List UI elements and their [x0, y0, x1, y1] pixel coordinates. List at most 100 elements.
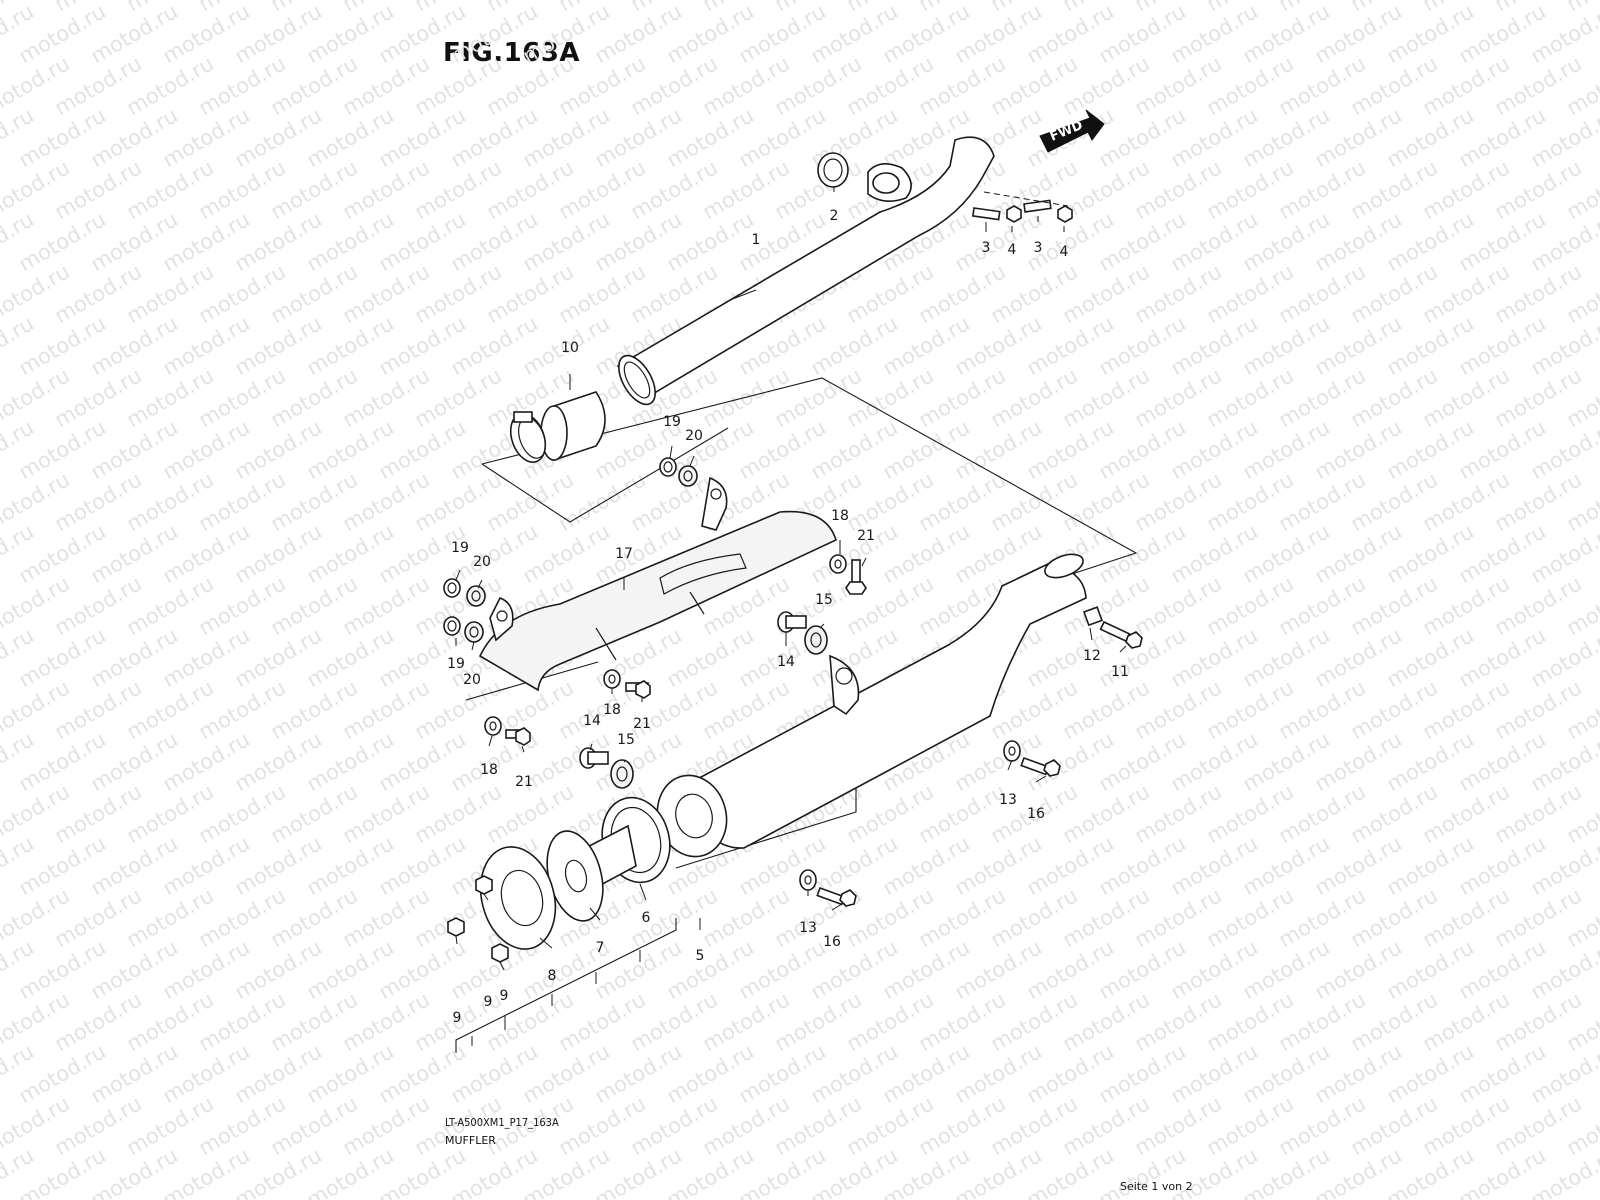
callout-number: 18 [831, 508, 849, 524]
washer-18-c [484, 716, 502, 736]
callout-number: 17 [615, 546, 633, 562]
callout-number: 20 [463, 672, 481, 688]
callout-number: 6 [642, 910, 651, 926]
rubber-20-a [678, 465, 698, 487]
nut-1 [1006, 205, 1022, 223]
heat-shield [478, 476, 837, 692]
hose-clamp [509, 411, 547, 463]
spark-arrester [546, 824, 637, 922]
nut-9-b [447, 917, 465, 937]
leader-line [1089, 627, 1093, 641]
leader-line [1007, 759, 1013, 771]
washer-18-b [603, 669, 621, 689]
leader-line [499, 961, 505, 971]
callout-number: 13 [799, 920, 817, 936]
leader-line [477, 579, 483, 589]
callout-number: 4 [1008, 242, 1017, 258]
assembly-box-muffler [675, 787, 857, 869]
figure-title: FIG.163A [443, 38, 581, 68]
callout-number: 11 [1111, 664, 1129, 680]
nut-9-c [491, 943, 509, 963]
callout-number: 10 [561, 340, 579, 356]
assembly-box-upper [481, 377, 1138, 577]
end-cap-plate [479, 846, 557, 950]
nut-2 [1057, 205, 1073, 223]
callout-number: 16 [1027, 806, 1045, 822]
callout-number: 3 [1034, 240, 1043, 256]
leader-line [639, 883, 647, 901]
leader-line [455, 569, 461, 581]
bolt-21-c [505, 727, 531, 746]
leader-line [589, 907, 601, 921]
callout-number: 18 [480, 762, 498, 778]
bushing-14-b [579, 747, 609, 769]
leader-line [455, 935, 458, 945]
rubber-20-c [464, 621, 484, 643]
leader-line [1035, 775, 1047, 783]
callout-number: 21 [515, 774, 533, 790]
callout-number: 19 [663, 414, 681, 430]
washer-13-b [799, 869, 817, 891]
washer-19-a [659, 457, 677, 477]
grommet-15-b [610, 759, 634, 789]
callout-number: 4 [1060, 244, 1069, 260]
leader-line [729, 289, 757, 301]
callout-number: 14 [777, 654, 795, 670]
callout-number: 9 [453, 1010, 462, 1026]
leader-line [831, 903, 843, 911]
section-name: MUFFLER [445, 1134, 496, 1147]
callout-number: 9 [484, 994, 493, 1010]
callout-number: 2 [830, 208, 839, 224]
washer-18-a [829, 554, 847, 574]
bolt-21-a [845, 559, 867, 595]
model-code: LT-A500XM1_P17_163A [445, 1116, 559, 1129]
callout-number: 16 [823, 934, 841, 950]
callout-number: 19 [447, 656, 465, 672]
callout-number: 9 [500, 988, 509, 1004]
group-bracket-9 [455, 918, 677, 1053]
callout-number: 19 [451, 540, 469, 556]
page-indicator: Seite 1 von 2 [1120, 1180, 1193, 1193]
callout-number: 18 [603, 702, 621, 718]
stud-bolt-2 [1023, 199, 1052, 213]
leader-line [819, 623, 825, 629]
assembly-box-upper-left [481, 427, 729, 523]
callout-number: 8 [548, 968, 557, 984]
exhaust-gasket [817, 152, 849, 188]
leader-line [488, 735, 493, 747]
stud-bolt-1 [971, 207, 1001, 221]
connector-pipe [540, 391, 606, 462]
callout-number: 15 [815, 592, 833, 608]
exhaust-pipe [616, 136, 995, 406]
callout-number: 14 [583, 713, 601, 729]
leader-line [539, 937, 553, 949]
bolt-16-b [816, 886, 857, 907]
rubber-20-b [466, 585, 486, 607]
callout-number: 20 [473, 554, 491, 570]
muffler-body [656, 553, 1087, 858]
leader-line [589, 743, 593, 751]
callout-number: 3 [982, 240, 991, 256]
leader-line [1119, 645, 1127, 653]
callout-number: 1 [752, 232, 761, 248]
leader-line [689, 455, 695, 467]
leader-line [471, 641, 475, 651]
washer-19-b [443, 578, 461, 598]
callout-number: 13 [999, 792, 1017, 808]
nut-9-a [475, 875, 493, 895]
leader-line [669, 445, 673, 459]
grommet-15-a [804, 625, 828, 655]
callout-number: 20 [685, 428, 703, 444]
washer-13-a [1003, 740, 1021, 762]
callout-number: 15 [617, 732, 635, 748]
leader-line [483, 893, 489, 901]
bolt-21-b [625, 680, 651, 699]
collar-12 [1082, 606, 1103, 627]
callout-number: 21 [633, 716, 651, 732]
leader-line [521, 745, 525, 753]
leader-line [623, 759, 627, 763]
